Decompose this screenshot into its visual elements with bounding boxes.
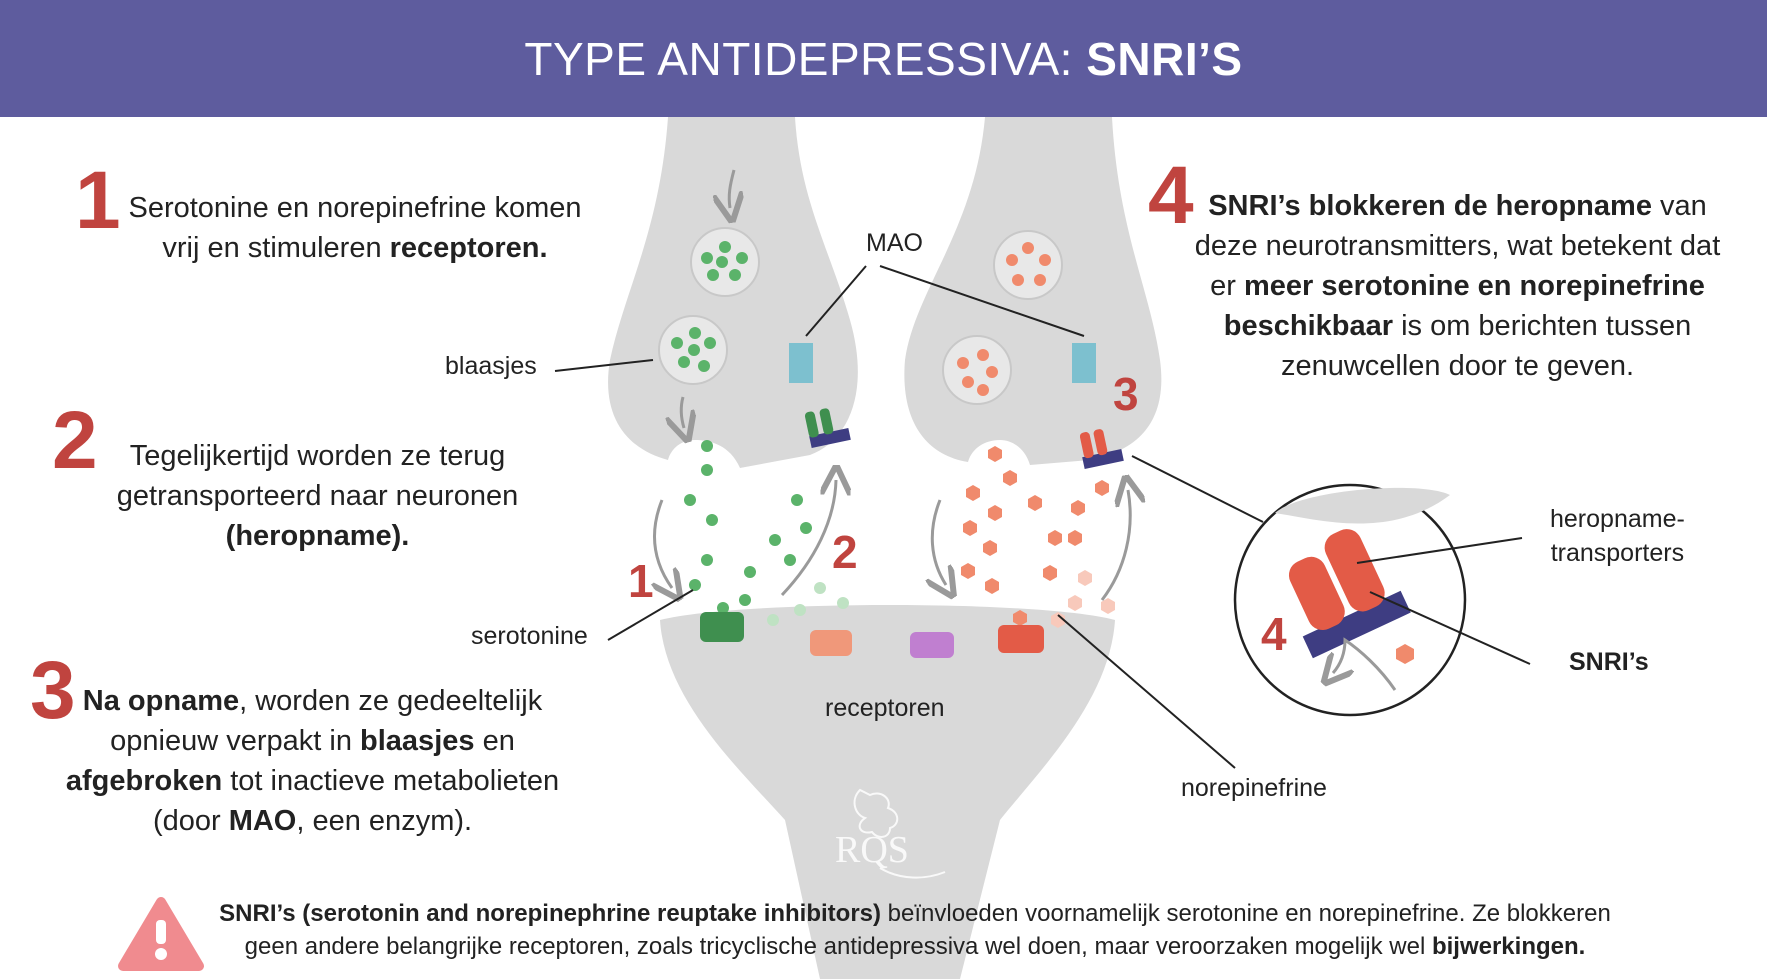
step-3-number: 3 — [30, 645, 76, 736]
step-4-bold-2: meer serotonine en norepinefrine — [1243, 270, 1705, 302]
title-bold: SNRI’S — [1086, 32, 1243, 85]
warning-note: SNRI’s (serotonin and norepinephrine reu… — [205, 897, 1625, 963]
step-4-number: 4 — [1148, 150, 1194, 241]
vesicle-right-top — [993, 230, 1063, 300]
step-2-text: Tegelijkertijd worden ze terug getranspo… — [100, 436, 535, 556]
header-banner: TYPE ANTIDEPRESSIVA: SNRI’S — [0, 0, 1767, 117]
step-4-bold-3: beschikbaar — [1223, 310, 1394, 342]
label-snris: SNRI’s — [1569, 648, 1649, 676]
step-2-line-2: getransporteerd naar neuronen — [116, 480, 519, 512]
arrow-down-icon — [729, 169, 734, 208]
label-mao: MAO — [866, 229, 923, 257]
step-1-line-2: vrij en stimuleren — [162, 232, 390, 264]
receptor-purple — [910, 632, 954, 658]
reuptake-arrow-icon — [780, 480, 836, 597]
label-norepinefrine: norepinefrine — [1181, 774, 1327, 802]
step-3-text-6: , een enzym). — [296, 805, 473, 837]
step-1-line-1: Serotonine en norepinefrine komen — [128, 192, 582, 224]
page-title: TYPE ANTIDEPRESSIVA: SNRI’S — [524, 32, 1242, 86]
step-4-text-3: er — [1210, 270, 1244, 302]
note-text-2: geen andere belangrijke receptoren, zoal… — [244, 933, 1432, 960]
step-2-bold: (heropname). — [225, 520, 410, 552]
step-4-bold-1: SNRI’s blokkeren de heropname — [1208, 190, 1652, 222]
step-1-text: Serotonine en norepinefrine komen vrij e… — [115, 188, 595, 268]
step-3-bold-1: Na opname — [82, 685, 240, 717]
step-3-text-3: en — [474, 725, 515, 757]
label-receptoren: receptoren — [825, 694, 945, 722]
step-3-text-2: opnieuw verpakt in — [110, 725, 361, 757]
step-3-text-1: , worden ze gedeeltelijk — [239, 685, 543, 717]
step-3-bold-4: MAO — [228, 805, 297, 837]
note-bold-end: bijwerkingen. — [1431, 933, 1586, 960]
rqs-logo: RQS — [835, 788, 946, 879]
release-arrow-icon — [932, 499, 946, 585]
mao-enzyme-right — [1072, 343, 1096, 383]
label-serotonine: serotonine — [471, 622, 588, 650]
vesicle-left-top — [690, 227, 760, 297]
label-heropname-transporters: heropname- transporters — [1550, 502, 1685, 570]
receptor-orange — [810, 630, 852, 656]
reuptake-transporter-right — [1079, 429, 1124, 470]
norepinephrine-particles — [961, 446, 1109, 626]
step-4-text-1: van — [1651, 190, 1707, 222]
step-3-text-5: (door — [152, 805, 229, 837]
marker-right-3: 3 — [1113, 368, 1139, 420]
marker-left-2: 2 — [832, 526, 858, 578]
label-heropname-line-2: transporters — [1550, 539, 1685, 567]
receptor-red — [998, 625, 1044, 653]
receptor-green — [700, 612, 744, 642]
step-1-number: 1 — [75, 155, 121, 246]
serotonin-particles — [684, 440, 812, 614]
step-3-text: Na opname, worden ze gedeeltelijk opnieu… — [55, 681, 570, 841]
serotonin-particles-faded — [767, 582, 849, 626]
step-3-bold-2: blaasjes — [360, 725, 475, 757]
postsynaptic-neuron — [660, 605, 1115, 979]
step-3-text-4: tot inactieve metabolieten — [222, 765, 560, 797]
marker-zoom-4: 4 — [1261, 608, 1287, 660]
norepinephrine-hexagon-icon — [1396, 644, 1414, 664]
norepinephrine-particles-faded — [1051, 570, 1115, 628]
step-4-text-2: deze neurotransmitters, wat betekent dat — [1194, 230, 1721, 262]
vesicle-left-bottom — [658, 315, 728, 385]
note-text-1: beïnvloeden voornamelijk serotonine en n… — [881, 900, 1611, 927]
marker-left-1: 1 — [628, 555, 654, 607]
label-heropname-line-1: heropname- — [1550, 505, 1685, 533]
warning-icon — [118, 897, 204, 971]
vesicle-right-bottom — [942, 335, 1012, 405]
mao-enzyme-left — [789, 343, 813, 383]
arrow-down-icon — [681, 396, 684, 428]
step-2-number: 2 — [52, 395, 98, 486]
step-3-bold-3: afgebroken — [65, 765, 223, 797]
title-regular: TYPE ANTIDEPRESSIVA: — [524, 32, 1087, 85]
label-blaasjes: blaasjes — [445, 352, 537, 380]
step-1-bold: receptoren. — [389, 232, 548, 264]
step-4-text: SNRI’s blokkeren de heropname van deze n… — [1175, 186, 1740, 386]
step-4-text-4: is om berichten tussen — [1393, 310, 1692, 342]
zoom-circle — [1233, 483, 1467, 717]
note-bold-intro: SNRI’s (serotonin and norepinephrine reu… — [219, 900, 882, 927]
release-arrow-icon — [655, 499, 672, 588]
reuptake-arrow-icon — [1100, 490, 1130, 601]
reuptake-transporter-left — [804, 408, 851, 449]
step-2-line-1: Tegelijkertijd worden ze terug — [129, 440, 506, 472]
step-4-text-5: zenuwcellen door te geven. — [1280, 350, 1635, 382]
svg-text:RQS: RQS — [835, 829, 909, 871]
